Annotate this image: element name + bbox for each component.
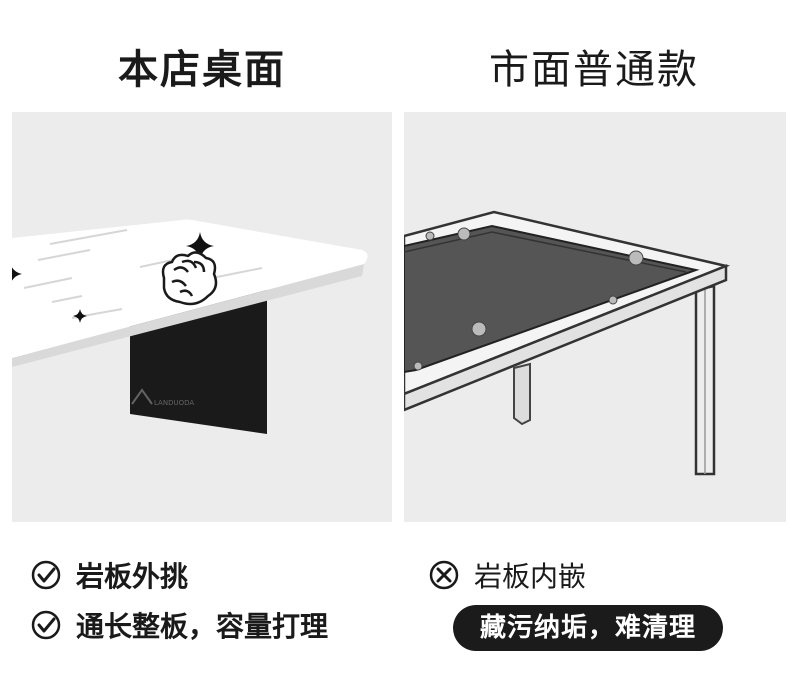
feature-label: 通长整板，容量打理 [76,610,329,643]
frame-side [404,264,728,412]
dirt-icon [471,321,487,337]
title-our-tabletop: 本店桌面 [118,47,286,93]
table-leg-back [513,362,531,426]
inset-slab-illustration [404,210,731,476]
feature-inset-slab: 岩板内嵌 [428,555,586,595]
sparkle-icon [73,309,87,323]
dirt-icon [628,250,644,266]
feature-protruding-slab: 岩板外挑 [30,555,188,595]
dirt-trap-badge: 藏污纳垢，难清理 [453,605,723,651]
slab-edge [12,264,364,367]
feature-label: 岩板外挑 [76,560,189,593]
check-circle-icon [31,610,61,640]
dirt-icon [608,295,618,305]
shine-streaks [23,229,263,319]
panel-our-tabletop: LANDUODA [12,112,392,522]
cross-circle-icon [429,560,459,590]
sparkle-icon [12,267,22,281]
title-common-tabletop: 市面普通款 [489,47,699,93]
dirt-spots [413,227,644,371]
glove-icon [161,251,218,306]
watermark-text: LANDUODA [154,399,194,407]
check-circle-icon [31,560,61,590]
protruding-slab-illustration: LANDUODA [12,219,368,434]
dirt-icon [413,361,423,371]
sparkle-icon [186,232,214,260]
feature-full-length-slab: 通长整板，容量打理 [30,605,328,645]
dirt-icon [425,231,435,241]
feature-label: 岩板内嵌 [474,560,587,593]
dirt-icon [457,227,471,241]
watermark-logo: LANDUODA [131,388,194,407]
panel-common-tabletop [404,112,786,522]
